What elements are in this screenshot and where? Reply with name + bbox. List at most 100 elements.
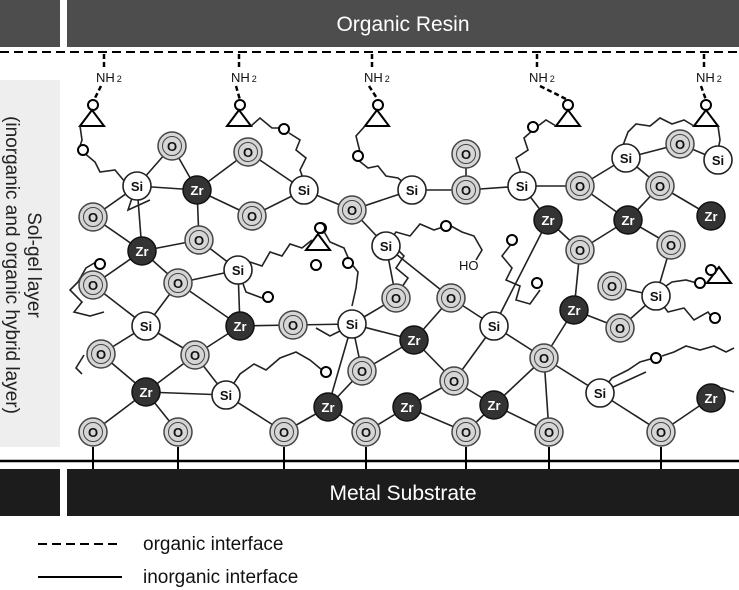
svg-text:Zr: Zr <box>705 209 718 224</box>
svg-text:Zr: Zr <box>401 400 414 415</box>
substrate-label: Metal Substrate <box>329 482 476 505</box>
silicon-atom: Si <box>223 255 253 285</box>
oxygen-atom: O <box>184 225 214 255</box>
svg-text:O: O <box>461 425 471 440</box>
silicon-atom: Si <box>371 231 401 261</box>
oxygen-atom: O <box>163 417 193 447</box>
epoxy-ring <box>363 99 391 127</box>
silicon-atom: Si <box>122 171 152 201</box>
svg-text:O: O <box>88 278 98 293</box>
svg-text:O: O <box>675 137 685 152</box>
zirconium-atom: Zr <box>127 236 157 266</box>
svg-text:O: O <box>575 179 585 194</box>
oxygen-atom: O <box>646 417 676 447</box>
epoxy-ring <box>705 264 733 284</box>
silicon-atom: Si <box>131 311 161 341</box>
zirconium-atom: Zr <box>182 175 212 205</box>
legend-organic-label: organic interface <box>143 534 283 555</box>
oxygen-atom: O <box>351 417 381 447</box>
oxygen-atom: O <box>529 343 559 373</box>
oxygen-atom: O <box>451 417 481 447</box>
svg-text:O: O <box>575 243 585 258</box>
oxygen-atom: O <box>157 131 187 161</box>
epoxy-ring <box>225 99 253 127</box>
oxygen-atom: O <box>439 366 469 396</box>
svg-text:O: O <box>666 238 676 253</box>
svg-text:Zr: Zr <box>705 391 718 406</box>
oxygen-atom: O <box>337 195 367 225</box>
oxygen-atom: O <box>605 313 635 343</box>
svg-text:O: O <box>357 364 367 379</box>
svg-text:O: O <box>167 139 177 154</box>
resin-bar <box>67 0 739 47</box>
substrate-bar <box>67 469 739 516</box>
oxygen-atom: O <box>451 139 481 169</box>
sol-gel-subtitle: (inorganic and organic hybrid layer) <box>1 116 22 414</box>
epoxy-ring <box>692 99 720 127</box>
svg-text:Zr: Zr <box>136 244 149 259</box>
svg-text:O: O <box>190 348 200 363</box>
oxygen-atom: O <box>565 171 595 201</box>
svg-text:Si: Si <box>220 388 232 403</box>
oxygen-atom: O <box>86 339 116 369</box>
svg-text:Zr: Zr <box>234 319 247 334</box>
oxygen-atom: O <box>163 268 193 298</box>
silicon-atom: Si <box>585 378 615 408</box>
hydroxyl-label: HO <box>459 258 479 273</box>
resin-bar-left <box>0 0 60 47</box>
svg-text:O: O <box>361 425 371 440</box>
oxygen-atom: O <box>78 417 108 447</box>
svg-text:O: O <box>449 374 459 389</box>
zirconium-atom: Zr <box>696 201 726 231</box>
oxygen-atom: O <box>665 129 695 159</box>
oxygen-atom: O <box>565 235 595 265</box>
svg-text:O: O <box>347 203 357 218</box>
epoxy-groups <box>78 99 733 284</box>
zirconium-atom: Zr <box>696 383 726 413</box>
svg-text:O: O <box>656 425 666 440</box>
svg-text:Zr: Zr <box>322 400 335 415</box>
oxygen-atom: O <box>78 270 108 300</box>
svg-text:Si: Si <box>650 289 662 304</box>
svg-text:Si: Si <box>712 153 724 168</box>
oxygen-atom: O <box>347 356 377 386</box>
svg-text:Zr: Zr <box>408 333 421 348</box>
svg-text:Si: Si <box>516 179 528 194</box>
silicon-atom: Si <box>703 145 733 175</box>
silicon-atom: Si <box>641 281 671 311</box>
oxygen-atom: O <box>233 137 263 167</box>
svg-text:Si: Si <box>232 263 244 278</box>
epoxy-ring <box>554 99 582 127</box>
svg-text:O: O <box>288 318 298 333</box>
svg-text:Si: Si <box>594 386 606 401</box>
zirconium-atom: Zr <box>399 325 429 355</box>
svg-text:O: O <box>173 276 183 291</box>
svg-text:Zr: Zr <box>622 213 635 228</box>
zirconium-atom: Zr <box>313 392 343 422</box>
svg-text:Zr: Zr <box>568 303 581 318</box>
chain-ends <box>77 121 721 378</box>
zirconium-atom: Zr <box>533 205 563 235</box>
silicon-atom: Si <box>507 171 537 201</box>
svg-text:O: O <box>279 425 289 440</box>
svg-text:O: O <box>461 147 471 162</box>
svg-text:O: O <box>173 425 183 440</box>
oxygen-atom: O <box>180 340 210 370</box>
svg-text:O: O <box>655 179 665 194</box>
silicon-atom: Si <box>337 309 367 339</box>
oxygen-atom: O <box>269 417 299 447</box>
amine-anchors <box>92 54 708 102</box>
svg-text:Si: Si <box>488 319 500 334</box>
svg-text:Si: Si <box>406 183 418 198</box>
oxygen-atom: O <box>381 283 411 313</box>
side-panel <box>0 80 60 447</box>
svg-text:Si: Si <box>131 179 143 194</box>
epoxy-ring <box>78 99 106 127</box>
svg-text:O: O <box>607 279 617 294</box>
zirconium-atom: Zr <box>559 295 589 325</box>
